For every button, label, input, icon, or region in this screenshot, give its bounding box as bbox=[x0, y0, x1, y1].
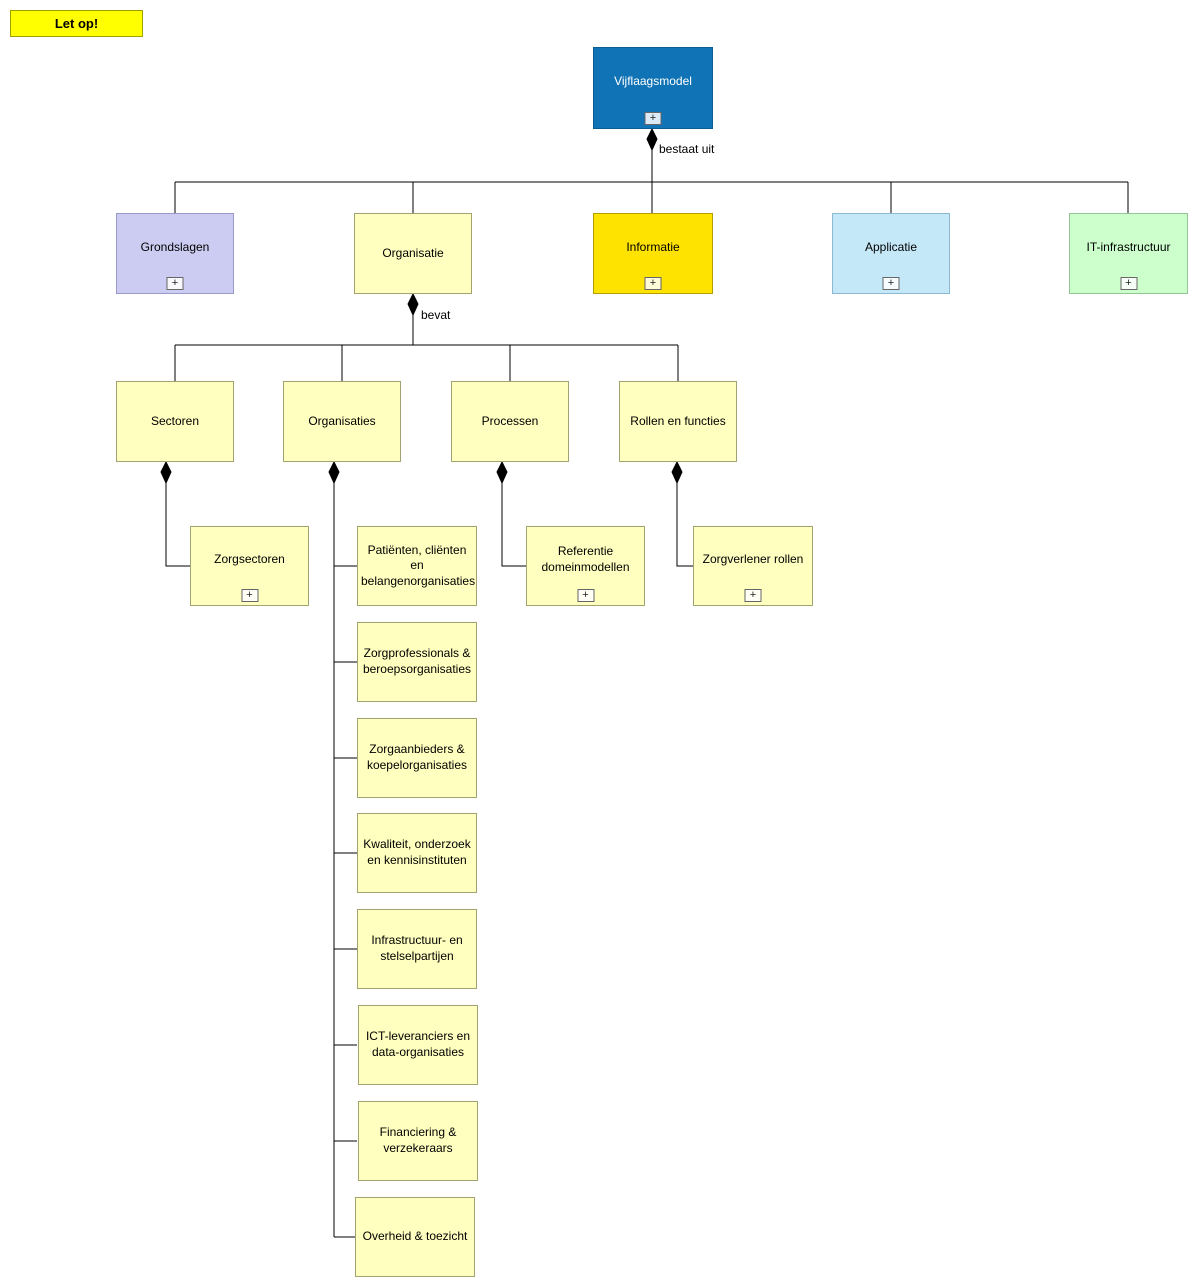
expand-button[interactable]: + bbox=[644, 112, 662, 125]
node-label: Organisaties bbox=[308, 413, 376, 428]
node-infrastructuur-stelselpartijen[interactable]: Infrastructuur- en stelselpartijen bbox=[357, 909, 477, 989]
node-applicatie[interactable]: Applicatie + bbox=[832, 213, 950, 294]
composition-diamond bbox=[407, 292, 419, 317]
node-zorgsectoren[interactable]: Zorgsectoren + bbox=[190, 526, 309, 606]
node-financiering[interactable]: Financiering & verzekeraars bbox=[358, 1101, 478, 1181]
node-label: Zorgverlener rollen bbox=[702, 552, 804, 567]
node-label: Informatie bbox=[626, 239, 680, 254]
expand-button[interactable]: + bbox=[241, 589, 258, 602]
node-label: Sectoren bbox=[150, 413, 200, 428]
node-ict-leveranciers[interactable]: ICT-leveranciers en data-organisaties bbox=[358, 1005, 478, 1085]
node-label: Grondslagen bbox=[140, 239, 210, 254]
node-label: Applicatie bbox=[864, 239, 918, 254]
expand-button[interactable]: + bbox=[166, 277, 184, 290]
node-overheid-toezicht[interactable]: Overheid & toezicht bbox=[355, 1197, 475, 1277]
edge-label-bevat: bevat bbox=[421, 308, 451, 322]
node-zorgaanbieders[interactable]: Zorgaanbieders & koepelorganisaties bbox=[357, 718, 477, 798]
node-label: Rollen en functies bbox=[630, 413, 726, 428]
warning-box: Let op! bbox=[10, 10, 143, 37]
node-label: Patiënten, cliënten en belangenorganisat… bbox=[361, 542, 476, 588]
node-label: Processen bbox=[481, 413, 539, 428]
composition-diamond bbox=[646, 127, 658, 152]
node-label: Zorgsectoren bbox=[214, 552, 285, 567]
node-zorgverlener-rollen[interactable]: Zorgverlener rollen + bbox=[693, 526, 813, 606]
node-zorgprofessionals[interactable]: Zorgprofessionals & beroepsorganisaties bbox=[357, 622, 477, 702]
node-processen[interactable]: Processen bbox=[451, 381, 569, 462]
node-label: Financiering & verzekeraars bbox=[379, 1125, 457, 1155]
node-referentie-domeinmodellen[interactable]: Referentie domeinmodellen + bbox=[526, 526, 645, 606]
composition-diamond bbox=[671, 460, 683, 485]
connector-lines bbox=[165, 129, 1129, 1238]
node-informatie[interactable]: Informatie + bbox=[593, 213, 713, 294]
composition-diamond bbox=[496, 460, 508, 485]
node-label: Zorgaanbieders & koepelorganisaties bbox=[366, 742, 468, 772]
expand-button[interactable]: + bbox=[577, 589, 594, 602]
node-organisatie[interactable]: Organisatie bbox=[354, 213, 472, 294]
edge-label-bestaat-uit: bestaat uit bbox=[659, 142, 715, 156]
composition-diamond bbox=[328, 460, 340, 485]
node-label: Zorgprofessionals & beroepsorganisaties bbox=[362, 646, 472, 676]
node-kwaliteit-onderzoek[interactable]: Kwaliteit, onderzoek en kennisinstituten bbox=[357, 813, 477, 893]
expand-button[interactable]: + bbox=[744, 589, 762, 602]
node-label: Vijflaagsmodel bbox=[614, 74, 692, 89]
node-label: Referentie domeinmodellen bbox=[541, 544, 630, 574]
node-sectoren[interactable]: Sectoren bbox=[116, 381, 234, 462]
node-organisaties[interactable]: Organisaties bbox=[283, 381, 401, 462]
warning-label: Let op! bbox=[54, 16, 99, 31]
node-rollen-en-functies[interactable]: Rollen en functies bbox=[619, 381, 737, 462]
node-label: Organisatie bbox=[382, 245, 444, 260]
node-label: Overheid & toezicht bbox=[362, 1229, 468, 1244]
node-patienten-clienten[interactable]: Patiënten, cliënten en belangenorganisat… bbox=[357, 526, 477, 606]
node-grondslagen[interactable]: Grondslagen + bbox=[116, 213, 234, 294]
expand-button[interactable]: + bbox=[644, 277, 662, 290]
node-label: IT-infrastructuur bbox=[1086, 239, 1171, 254]
node-label: Kwaliteit, onderzoek en kennisinstituten bbox=[363, 837, 471, 867]
node-it-infrastructuur[interactable]: IT-infrastructuur + bbox=[1069, 213, 1188, 294]
expand-button[interactable]: + bbox=[1120, 277, 1137, 290]
node-label: Infrastructuur- en stelselpartijen bbox=[371, 933, 463, 963]
node-label: ICT-leveranciers en data-organisaties bbox=[365, 1029, 471, 1059]
composition-diamond bbox=[160, 460, 172, 485]
node-vijflaagsmodel[interactable]: Vijflaagsmodel + bbox=[593, 47, 713, 129]
expand-button[interactable]: + bbox=[882, 277, 900, 290]
